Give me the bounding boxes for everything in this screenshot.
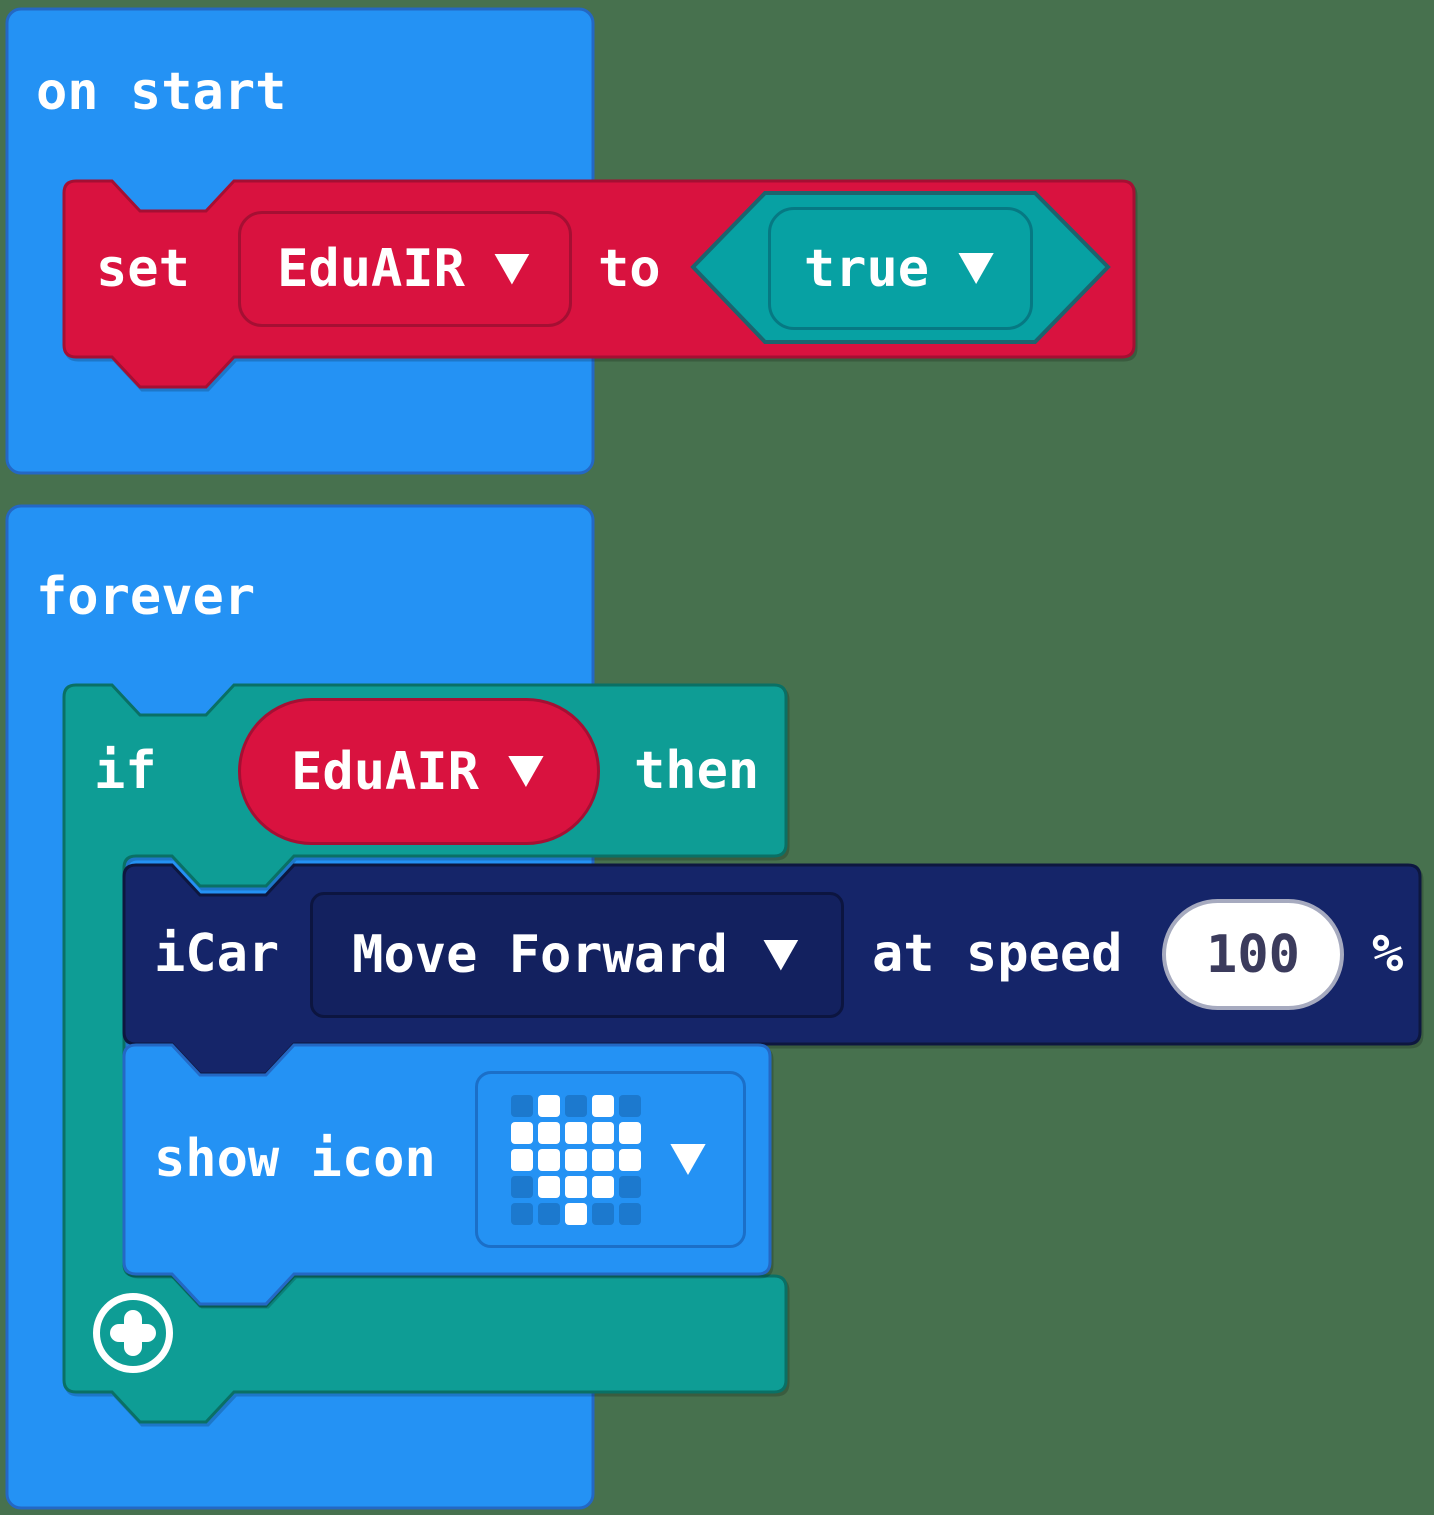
led-cell	[592, 1202, 614, 1225]
condition-variable-label: EduAIR	[291, 741, 479, 802]
led-cell	[619, 1148, 641, 1171]
boolean-value-dropdown[interactable]: true	[768, 207, 1033, 330]
percent-label: %	[1372, 924, 1404, 984]
led-cell	[592, 1175, 614, 1198]
led-cell	[538, 1121, 560, 1144]
direction-dropdown-label: Move Forward	[352, 925, 728, 985]
set-to-label: to	[598, 239, 661, 299]
led-cell	[538, 1202, 560, 1225]
chevron-down-icon	[494, 253, 530, 285]
led-cell	[511, 1121, 533, 1144]
chevron-down-icon	[763, 939, 799, 971]
variable-dropdown[interactable]: EduAIR	[238, 211, 572, 327]
plus-icon	[124, 1310, 142, 1356]
led-cell	[565, 1121, 587, 1144]
chevron-down-icon	[508, 756, 544, 787]
led-cell	[538, 1148, 560, 1171]
show-icon-label: show icon	[154, 1129, 436, 1189]
on-start-label: on start	[36, 62, 287, 122]
add-else-branch-button[interactable]	[93, 1293, 173, 1373]
led-cell	[565, 1094, 587, 1117]
variable-dropdown-label: EduAIR	[277, 239, 465, 299]
led-cell	[565, 1202, 587, 1225]
led-cell	[565, 1175, 587, 1198]
led-cell	[538, 1094, 560, 1117]
then-keyword-label: then	[634, 741, 760, 801]
chevron-down-icon	[670, 1144, 706, 1175]
led-cell	[511, 1148, 533, 1171]
boolean-value-label: true	[803, 238, 930, 299]
led-cell	[565, 1148, 587, 1171]
at-speed-label: at speed	[872, 924, 1123, 984]
speed-value: 100	[1206, 924, 1300, 985]
led-cell	[511, 1094, 533, 1117]
if-keyword-label: if	[94, 741, 157, 801]
led-cell	[511, 1202, 533, 1225]
if-then-block[interactable]	[62, 683, 788, 1424]
led-cell	[619, 1094, 641, 1117]
heart-icon	[511, 1094, 641, 1225]
led-cell	[592, 1148, 614, 1171]
set-keyword-label: set	[96, 239, 190, 299]
direction-dropdown[interactable]: Move Forward	[310, 892, 844, 1018]
led-cell	[619, 1202, 641, 1225]
led-cell	[511, 1175, 533, 1198]
chevron-down-icon	[958, 253, 994, 284]
led-cell	[538, 1175, 560, 1198]
led-cell	[592, 1121, 614, 1144]
led-cell	[619, 1121, 641, 1144]
speed-number-input[interactable]: 100	[1162, 899, 1344, 1010]
icar-prefix-label: iCar	[154, 924, 280, 984]
led-cell	[592, 1094, 614, 1117]
icon-picker-dropdown[interactable]	[475, 1071, 746, 1248]
condition-variable-dropdown[interactable]: EduAIR	[238, 698, 600, 845]
led-cell	[619, 1175, 641, 1198]
forever-label: forever	[36, 567, 256, 627]
